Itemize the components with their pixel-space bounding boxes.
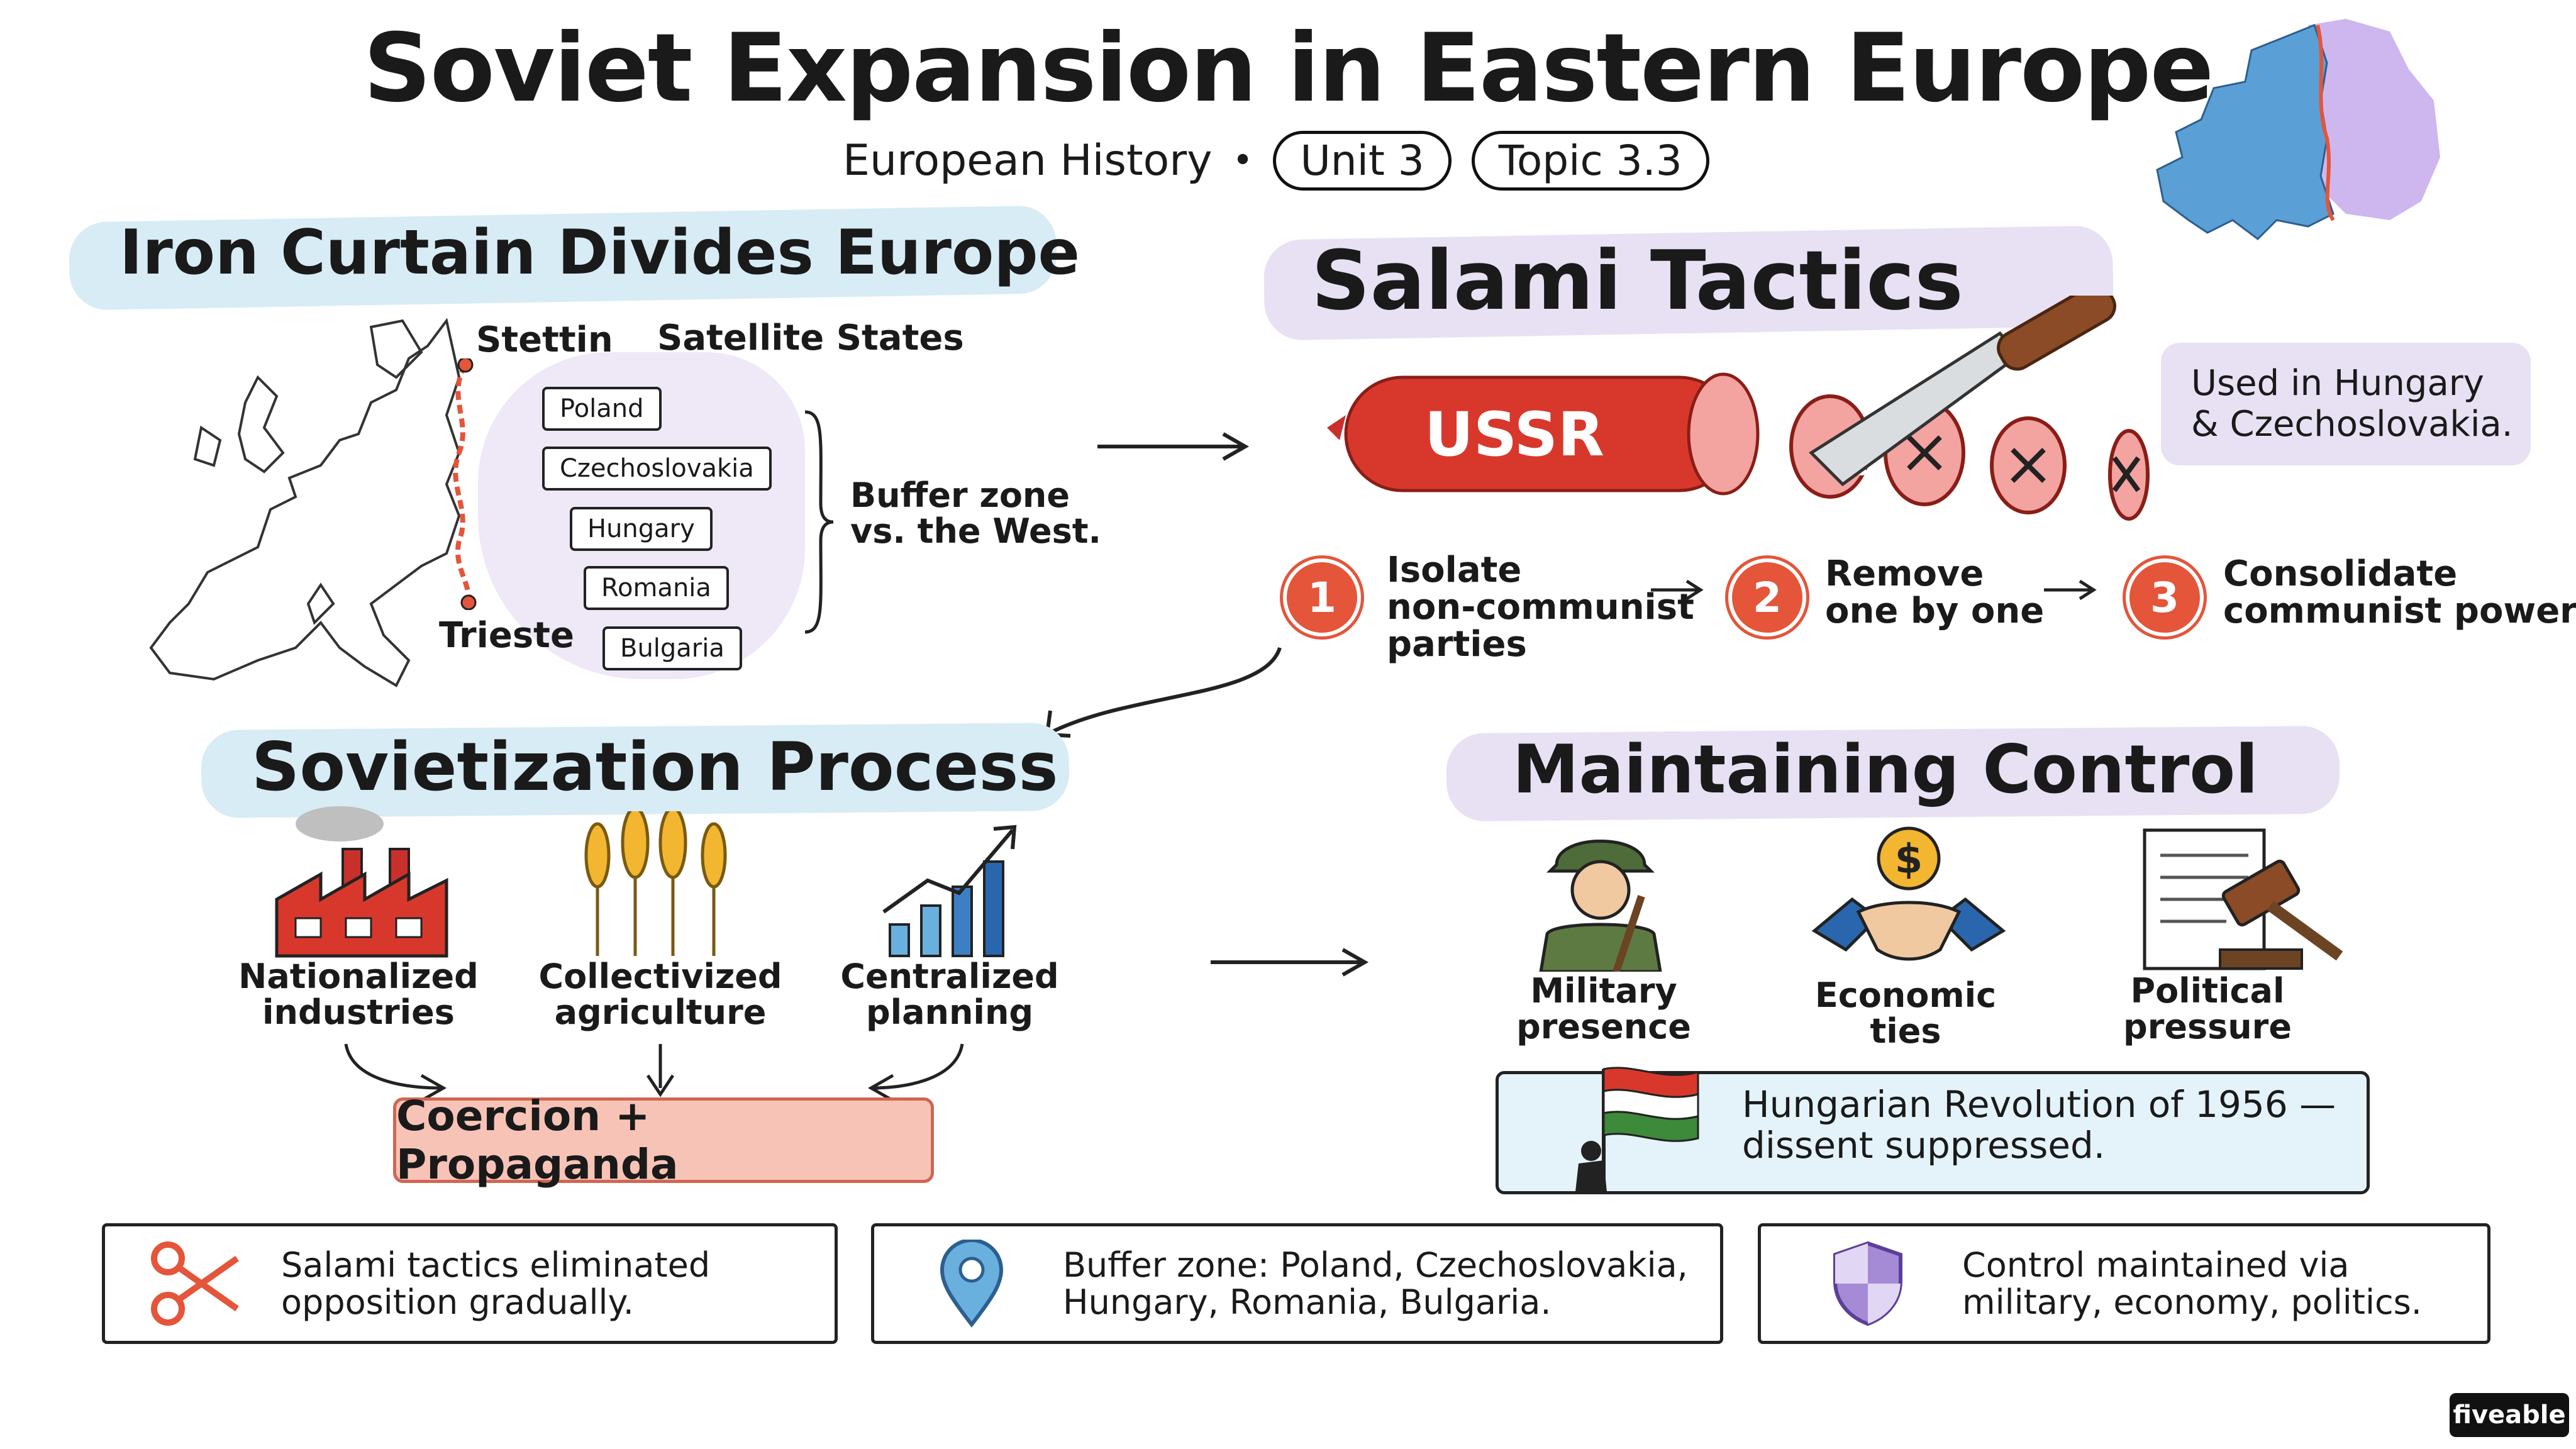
salami-icon: [1327, 296, 2150, 521]
salami-note: Used in Hungary & Czechoslovakia.: [2161, 343, 2531, 465]
summary-3-text: Control maintained via military, economy…: [1962, 1246, 2422, 1321]
wheat-icon: [584, 811, 727, 956]
step-2-line-2: one by one: [1825, 590, 2045, 631]
state-hungary: Hungary: [570, 507, 713, 551]
ctrl-item-3-line-1: Political: [2130, 971, 2285, 1011]
summary-1-line-1: Salami tactics eliminated: [281, 1245, 711, 1285]
factory-icon: [275, 806, 448, 958]
svg-text:$: $: [1895, 836, 1923, 883]
buffer-line-2: vs. the West.: [850, 511, 1102, 551]
sov-item-1-line-2: industries: [262, 992, 455, 1032]
europe-map-icon: [2156, 19, 2440, 240]
handshake-dollar-icon: $: [1811, 826, 2006, 961]
step-1-line-3: parties: [1387, 623, 1527, 665]
step-2-badge: 2: [1728, 558, 1806, 636]
summary-2-line-2: Hungary, Romania, Bulgaria.: [1063, 1282, 1552, 1322]
sovietization-heading: Sovietization Process: [252, 728, 1058, 806]
summary-card-1: Salami tactics eliminated opposition gra…: [102, 1223, 838, 1344]
banner-line-1: Hungarian Revolution of 1956 —: [1742, 1083, 2336, 1126]
salami-heading: Salami Tactics: [1311, 233, 1963, 328]
sov-item-1-line-1: Nationalized: [238, 957, 479, 996]
iron-curtain-line: [453, 358, 477, 610]
arrow-right-icon: [1211, 948, 1369, 977]
sov-item-2-label: Collectivized agriculture: [522, 957, 799, 1032]
ctrl-item-2-line-1: Economic: [1814, 975, 1997, 1015]
buffer-line-1: Buffer zone: [850, 475, 1070, 515]
state-poland: Poland: [542, 387, 662, 431]
summary-3-line-1: Control maintained via: [1962, 1245, 2350, 1285]
summary-2-text: Buffer zone: Poland, Czechoslovakia, Hun…: [1063, 1246, 1688, 1321]
course-name: European History: [843, 135, 1213, 186]
sov-item-3-label: Centralized planning: [818, 957, 1082, 1032]
sov-item-3-line-1: Centralized: [840, 957, 1059, 996]
city-trieste: Trieste: [439, 615, 574, 656]
summary-2-line-1: Buffer zone: Poland, Czechoslovakia,: [1063, 1245, 1688, 1285]
step-1-line-2: non-communist: [1387, 586, 1694, 628]
sov-item-3-line-2: planning: [865, 992, 1034, 1032]
summary-1-line-2: opposition gradually.: [281, 1282, 634, 1322]
arrow-right-icon: [1651, 579, 1704, 601]
state-bulgaria: Bulgaria: [602, 626, 742, 670]
ctrl-item-1-line-1: Military: [1530, 971, 1677, 1011]
buffer-zone-label: Buffer zone vs. the West.: [850, 475, 1102, 551]
coercion-propaganda-box: Coercion + Propaganda: [393, 1092, 934, 1189]
gavel-document-icon: [2143, 828, 2343, 970]
summary-card-3: Control maintained via military, economy…: [1758, 1223, 2490, 1344]
sov-item-1-label: Nationalized industries: [220, 957, 497, 1032]
separator-dot: •: [1232, 140, 1253, 181]
converge-arrows: [344, 1043, 964, 1102]
ctrl-item-1-line-2: presence: [1516, 1006, 1691, 1046]
shield-icon: [1833, 1241, 1902, 1326]
ussr-label: USSR: [1424, 399, 1604, 470]
step-1-text: Isolate non-communist parties: [1387, 552, 1694, 663]
scissors-icon: [151, 1241, 239, 1326]
step-2-line-1: Remove: [1825, 553, 1984, 594]
unit-badge: Unit 3: [1273, 130, 1452, 191]
ctrl-item-3-label: Political pressure: [2082, 971, 2333, 1046]
ctrl-item-2-line-2: ties: [1870, 1011, 1941, 1051]
state-czechoslovakia: Czechoslovakia: [542, 447, 772, 491]
curved-arrow-icon: [1045, 647, 1282, 738]
summary-3-line-2: military, economy, politics.: [1962, 1282, 2422, 1322]
ctrl-item-3-line-2: pressure: [2123, 1006, 2292, 1046]
iron-curtain-heading: Iron Curtain Divides Europe: [119, 217, 1080, 289]
step-3-line-2: communist power: [2223, 590, 2576, 631]
banner-text: Hungarian Revolution of 1956 — dissent s…: [1742, 1084, 2336, 1166]
banner-line-2: dissent suppressed.: [1742, 1123, 2106, 1167]
hungary-flag-icon: [1575, 1067, 1699, 1192]
note-line-1: Used in Hungary: [2191, 363, 2484, 404]
step-2-text: Remove one by one: [1825, 553, 2045, 631]
summary-1-text: Salami tactics eliminated opposition gra…: [281, 1246, 710, 1321]
soldier-icon: [1539, 840, 1662, 972]
topic-badge: Topic 3.3: [1471, 130, 1709, 191]
step-1-badge: 1: [1283, 558, 1361, 636]
sov-item-2-line-2: agriculture: [554, 992, 767, 1032]
satellite-states-label: Satellite States: [657, 318, 964, 358]
city-stettin: Stettin: [476, 319, 613, 360]
brand-badge: fiveable: [2450, 1393, 2569, 1437]
europe-sketch-map: [149, 318, 461, 687]
arrow-right-icon: [2044, 579, 2097, 601]
note-line-2: & Czechoslovakia.: [2191, 403, 2513, 445]
arrow-right-icon: [1097, 432, 1250, 461]
growth-chart-icon: [882, 824, 1017, 957]
step-3-line-1: Consolidate: [2223, 553, 2458, 594]
step-3-badge: 3: [2126, 558, 2204, 636]
ctrl-item-2-label: Economic ties: [1780, 975, 2031, 1051]
summary-card-2: Buffer zone: Poland, Czechoslovakia, Hun…: [871, 1223, 1723, 1344]
page-title: Soviet Expansion in Eastern Europe: [363, 14, 2214, 123]
buffer-brace: [804, 410, 834, 634]
step-3-text: Consolidate communist power: [2223, 553, 2576, 631]
sov-item-2-line-1: Collectivized: [538, 957, 782, 996]
control-heading: Maintaining Control: [1513, 731, 2258, 808]
state-romania: Romania: [584, 566, 729, 610]
subtitle-bar: European History • Unit 3 Topic 3.3: [843, 126, 1709, 195]
location-pin-icon: [940, 1240, 1004, 1328]
ctrl-item-1-label: Military presence: [1478, 971, 1729, 1046]
step-1-line-1: Isolate: [1387, 550, 1522, 591]
